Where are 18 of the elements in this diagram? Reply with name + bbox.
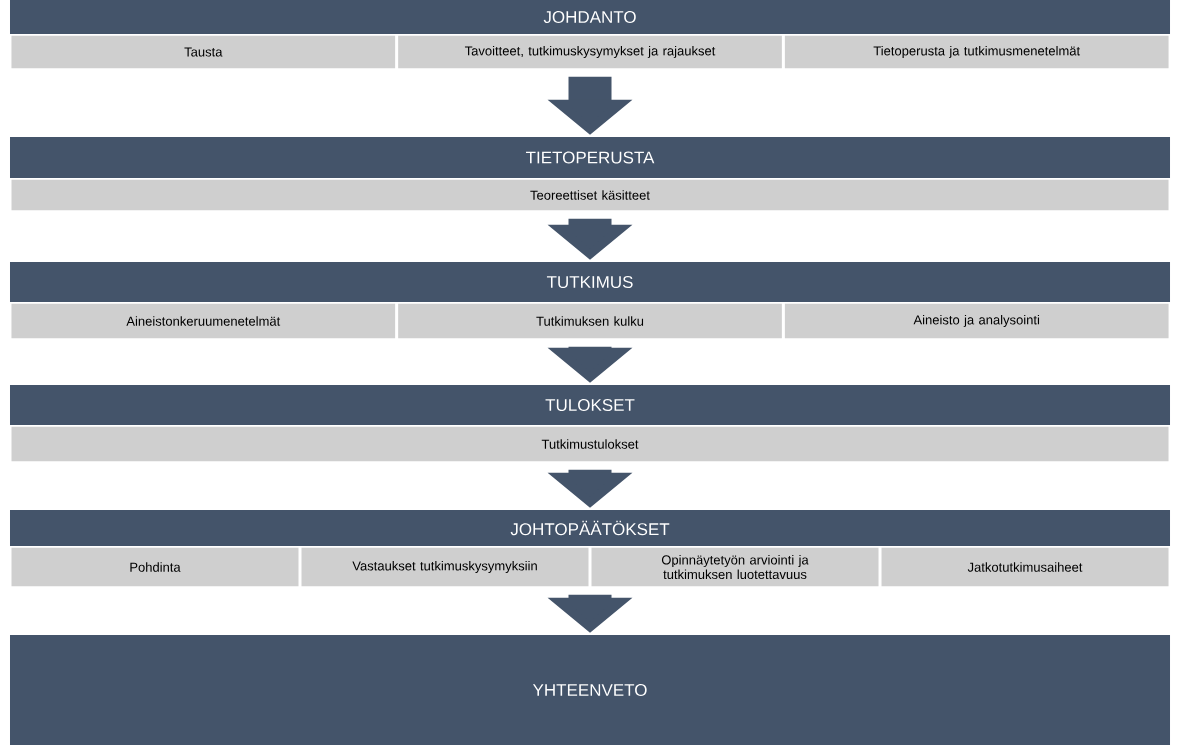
content-cell: Tietoperusta ja tutkimusmenetelmät [783,34,1171,70]
section-band: TUTKIMUS [10,262,1170,302]
content-cell: Aineistonkeruumenetelmät [9,302,397,340]
content-cell: Aineisto ja analysointi [783,302,1171,340]
section-band: TIETOPERUSTA [10,137,1170,178]
content-cell: Tutkimustulokset [10,425,1170,463]
section-band: JOHDANTO [10,0,1170,34]
content-cell: Vastaukset tutkimuskysymyksiin [300,546,590,588]
content-cell: Tausta [9,34,397,70]
content-cell: Tavoitteet, tutkimuskysymykset ja rajaukset [396,34,784,70]
content-cell: Opinnäytetyön arviointi ja tutkimuksen luotettavuus [590,546,880,588]
content-cell: Tutkimuksen kulku [396,302,784,340]
section-band: JOHTOPÄÄTÖKSET [10,510,1170,546]
section-band: TULOKSET [10,385,1170,425]
section-band: YHTEENVETO [10,635,1170,745]
content-cell: Jatkotutkimusaiheet [880,546,1170,588]
content-cell: Teoreettiset käsitteet [10,178,1170,212]
content-cell: Pohdinta [10,546,300,588]
